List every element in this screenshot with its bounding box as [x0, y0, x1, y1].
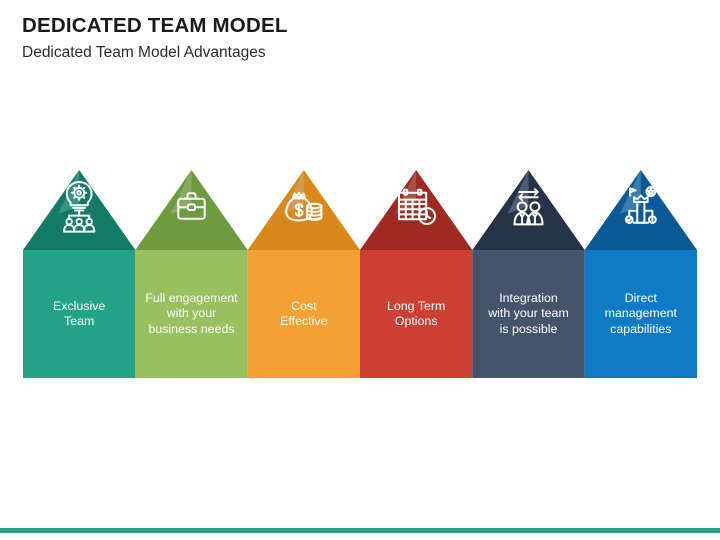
- bottom-accent-bar: [0, 528, 720, 533]
- arrow-peak-5: [472, 170, 585, 250]
- arrow-body-6: [584, 250, 697, 378]
- page-subtitle: Dedicated Team Model Advantages: [22, 43, 266, 61]
- arrow-peak-facet-1: [58, 170, 80, 214]
- arrow-body-4: [360, 250, 473, 378]
- arrow-peak-3: [247, 170, 360, 250]
- management-leader-icon: [624, 186, 657, 224]
- arrow-peak-6: [584, 170, 697, 250]
- arrow-peak-facet-2: [170, 170, 192, 214]
- briefcase-icon: [177, 192, 206, 220]
- arrow-body-3: [247, 250, 360, 378]
- arrow-body-1: [23, 250, 136, 378]
- lightbulb-gear-team-icon: [63, 180, 96, 233]
- calendar-clock-icon: [397, 188, 436, 225]
- arrow-shapes-layer: [23, 170, 697, 378]
- arrow-shape-2[interactable]: [135, 170, 248, 378]
- arrow-icons-layer: [63, 180, 657, 233]
- arrow-shape-1[interactable]: [23, 170, 136, 378]
- arrow-shape-5[interactable]: [472, 170, 585, 378]
- arrow-body-5: [472, 250, 585, 378]
- arrow-shape-3[interactable]: [247, 170, 360, 378]
- arrow-body-2: [135, 250, 248, 378]
- money-bag-coins-icon: [285, 191, 323, 222]
- two-people-exchange-icon: [513, 188, 544, 226]
- arrow-shape-4[interactable]: [360, 170, 473, 378]
- page-header: DEDICATED TEAM MODEL Dedicated Team Mode…: [22, 14, 702, 62]
- page-title: DEDICATED TEAM MODEL: [22, 14, 288, 37]
